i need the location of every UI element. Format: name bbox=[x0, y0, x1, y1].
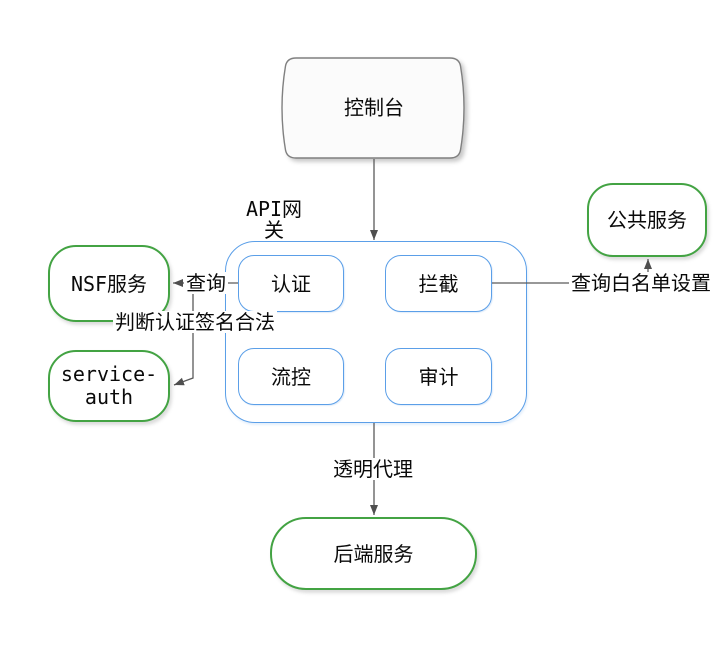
auth-box: 认证 bbox=[238, 255, 344, 312]
audit-box: 审计 bbox=[385, 348, 492, 405]
flow-control-box: 流控 bbox=[238, 348, 344, 405]
backend-service-label: 后端服务 bbox=[333, 541, 414, 566]
edge-label-query: 查询 bbox=[184, 271, 228, 295]
edge-label-query-whitelist: 查询白名单设置 bbox=[569, 271, 713, 295]
flow-control-box-label: 流控 bbox=[271, 364, 311, 389]
api-gateway-label: API网 关 bbox=[246, 199, 302, 241]
edge-label-transparent-proxy: 透明代理 bbox=[331, 457, 415, 481]
api-gateway-label-line2: 关 bbox=[264, 218, 284, 242]
intercept-box: 拦截 bbox=[385, 255, 492, 312]
console-label: 控制台 bbox=[344, 95, 404, 120]
public-service-label: 公共服务 bbox=[607, 208, 687, 232]
backend-service-box: 后端服务 bbox=[270, 517, 477, 590]
service-auth-box: service- auth bbox=[48, 350, 170, 422]
nsf-service-label: NSF服务 bbox=[70, 271, 148, 296]
auth-box-label: 认证 bbox=[271, 271, 311, 296]
public-service-box: 公共服务 bbox=[587, 183, 707, 257]
audit-box-label: 审计 bbox=[418, 364, 459, 389]
service-auth-label-line1: service- bbox=[60, 362, 158, 386]
service-auth-label-line2: auth bbox=[84, 385, 134, 409]
api-gateway-label-line1: API网 bbox=[245, 197, 303, 221]
edge-label-judge-signature: 判断认证签名合法 bbox=[113, 310, 277, 334]
edge-auth-to-service-auth bbox=[173, 283, 194, 386]
nsf-service-box: NSF服务 bbox=[48, 245, 170, 322]
intercept-box-label: 拦截 bbox=[418, 271, 459, 296]
